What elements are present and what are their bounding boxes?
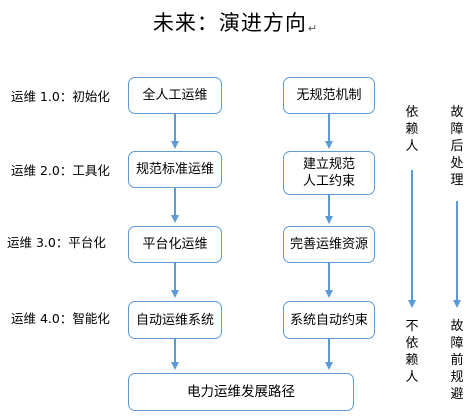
diagram-title: 未来：演进方向↵ [0,8,471,38]
stage-label-2: 运维 2.0：工具化 [11,163,110,178]
box-platform-ops: 平台化运维 [128,226,222,263]
box-auto-constraint: 系统自动约束 [283,301,375,339]
label-post-fault-handling: 故障后处理 [450,105,464,188]
box-improve-resources: 完善运维资源 [283,226,375,263]
stage-label-1: 运维 1.0：初始化 [11,89,110,104]
stage-label-4: 运维 4.0：智能化 [11,311,110,326]
box-manual-ops: 全人工运维 [128,77,222,114]
return-mark: ↵ [307,22,319,35]
label-not-depend-on-people: 不依赖人 [405,319,419,385]
box-no-standards: 无规范机制 [283,77,375,114]
box-development-path: 电力运维发展路径 [128,373,354,411]
box-standard-ops: 规范标准运维 [128,151,222,188]
box-build-standards: 建立规范 人工约束 [283,151,375,195]
stage-label-3: 运维 3.0：平台化 [7,235,106,250]
title-text: 未来：演进方向 [152,11,307,35]
label-pre-fault-avoidance: 故障前规避 [450,319,464,402]
box-automated-ops: 自动运维系统 [128,301,222,339]
label-depends-on-people: 依赖人 [405,105,419,154]
